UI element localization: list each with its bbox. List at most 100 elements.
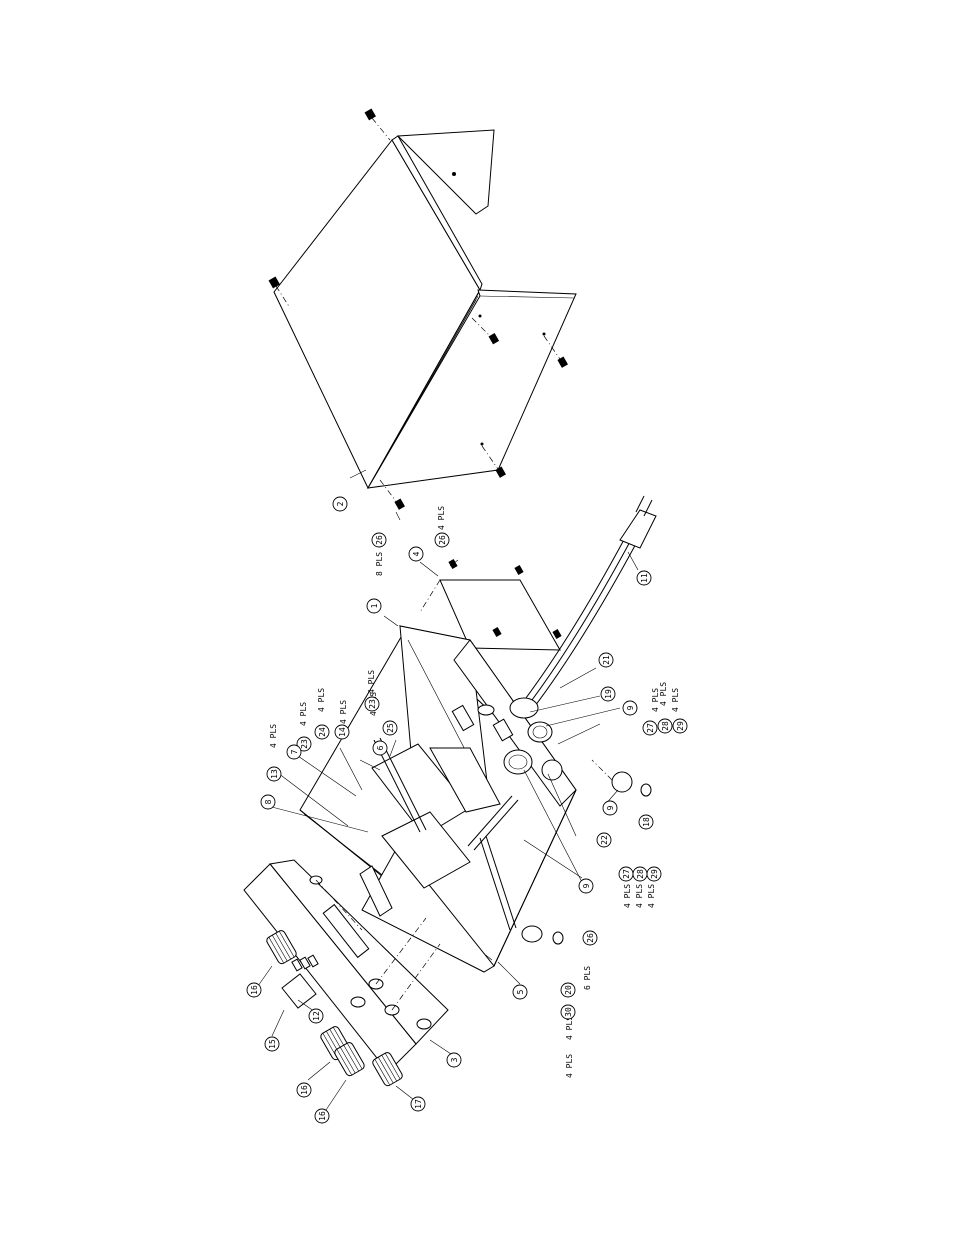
callout-balloon-11: 11 [636, 570, 652, 586]
note-4pls-13: 4 PLS [269, 724, 278, 748]
callout-balloon-16b: 16 [296, 1082, 312, 1098]
balloon-number: 25 [386, 723, 395, 733]
callout-balloon-27b: 27 [618, 866, 634, 882]
callout-balloon-29b: 29 [646, 866, 662, 882]
callout-balloon-25: 25 [382, 720, 398, 736]
rear-plate [419, 559, 562, 677]
balloon-number: 7 [290, 749, 299, 754]
balloon-circle [600, 686, 616, 702]
balloon-circle [408, 546, 424, 562]
callout-balloon-18: 18 [638, 814, 654, 830]
callout-balloon-17: 17 [410, 1096, 426, 1112]
balloon-number: 12 [312, 1011, 321, 1021]
foot-icon [521, 759, 652, 945]
balloon-number: 16 [300, 1085, 309, 1095]
balloon-circle [512, 984, 528, 1000]
callout-balloon-2: 2 [332, 496, 348, 512]
callout-balloon-28a: 28 [657, 718, 673, 734]
balloon-circle [596, 832, 612, 848]
note-4pls-23b: 4 PLS [299, 702, 308, 726]
balloon-circle [332, 496, 348, 512]
callout-balloon-15: 15 [264, 1036, 280, 1052]
balloon-circle [672, 718, 688, 734]
screw-icon [268, 276, 291, 309]
balloon-number: 28 [636, 869, 645, 879]
balloon-number: 1 [370, 603, 379, 608]
balloon-circle [314, 724, 330, 740]
balloon-circle [286, 744, 302, 760]
balloon-circle [410, 1096, 426, 1112]
balloon-number: 9 [582, 883, 591, 888]
balloon-number: 20 [564, 985, 573, 995]
balloon-number: 3 [450, 1057, 459, 1062]
balloon-number: 30 [564, 1007, 573, 1017]
note-4pls-30: 4 PLS [565, 1054, 574, 1078]
balloon-circle [314, 1108, 330, 1124]
balloon-number: 26 [375, 535, 384, 545]
callout-balloon-9c: 9 [578, 878, 594, 894]
callout-balloon-29a: 29 [672, 718, 688, 734]
note-4pls-29a: 4 PLS [671, 688, 680, 712]
callout-balloon-22: 22 [596, 832, 612, 848]
balloon-circle [372, 740, 388, 756]
balloon-number: 6 [376, 745, 385, 750]
note-8pls: 8 PLS [375, 552, 384, 576]
screw-icon [492, 627, 502, 637]
balloon-number: 27 [622, 869, 631, 879]
balloon-number: 9 [626, 705, 635, 710]
top-cover [268, 108, 577, 510]
balloon-circle [308, 1008, 324, 1024]
note-6pls: 6 PLS [583, 966, 592, 990]
callout-balloon-13: 13 [266, 766, 282, 782]
balloon-number: 16 [250, 985, 259, 995]
balloon-number: 19 [604, 689, 613, 699]
screw-icon [364, 108, 391, 141]
callout-balloon-20: 20 [560, 982, 576, 998]
balloon-circle [622, 700, 638, 716]
balloon-number: 26 [438, 535, 447, 545]
balloon-number: 17 [414, 1099, 423, 1109]
callout-balloon-9b: 9 [602, 800, 618, 816]
balloon-circle [446, 1052, 462, 1068]
balloon-number: 16 [318, 1111, 327, 1121]
balloon-circle [636, 570, 652, 586]
note-4pls-29b: 4 PLS [647, 884, 656, 908]
balloon-number: 23 [300, 739, 309, 749]
callout-balloon-8: 8 [260, 794, 276, 810]
callout-balloon-24: 24 [314, 724, 330, 740]
fan-grille-icon [503, 721, 563, 781]
callout-balloon-16c: 16 [314, 1108, 330, 1124]
callout-balloon-7: 7 [286, 744, 302, 760]
callout-balloon-26-low: 26 [582, 930, 598, 946]
balloon-circle [560, 1004, 576, 1020]
balloon-circle [334, 724, 350, 740]
balloon-number: 27 [646, 723, 655, 733]
balloon-circle [296, 1082, 312, 1098]
note-4pls-28a: 4 PLS [659, 682, 668, 706]
callout-balloon-4: 4 [408, 546, 424, 562]
balloon-number: 23 [368, 699, 377, 709]
callout-balloon-28b: 28 [632, 866, 648, 882]
balloon-number: 29 [676, 721, 685, 731]
balloon-circle [657, 718, 673, 734]
note-4pls-28b: 4 PLS [635, 884, 644, 908]
callout-balloon-5: 5 [512, 984, 528, 1000]
callout-balloon-1: 1 [366, 598, 382, 614]
balloon-number: 15 [268, 1039, 277, 1049]
balloon-circle [598, 652, 614, 668]
balloon-circle [582, 930, 598, 946]
balloon-circle [296, 736, 312, 752]
knob-icon [334, 1042, 365, 1077]
switch-bracket-icon [281, 954, 319, 1009]
balloon-circle [646, 866, 662, 882]
note-4pls-26: 4 PLS [437, 506, 446, 530]
callout-balloon-30: 30 [560, 1004, 576, 1020]
balloon-number: 24 [318, 727, 327, 737]
callout-balloon-21: 21 [598, 652, 614, 668]
balloon-number: 11 [640, 573, 649, 583]
leader-lines [257, 469, 639, 1111]
callout-balloon-26-top: 26 [371, 532, 387, 548]
knob-icon [266, 930, 297, 965]
balloon-number: 26 [586, 933, 595, 943]
